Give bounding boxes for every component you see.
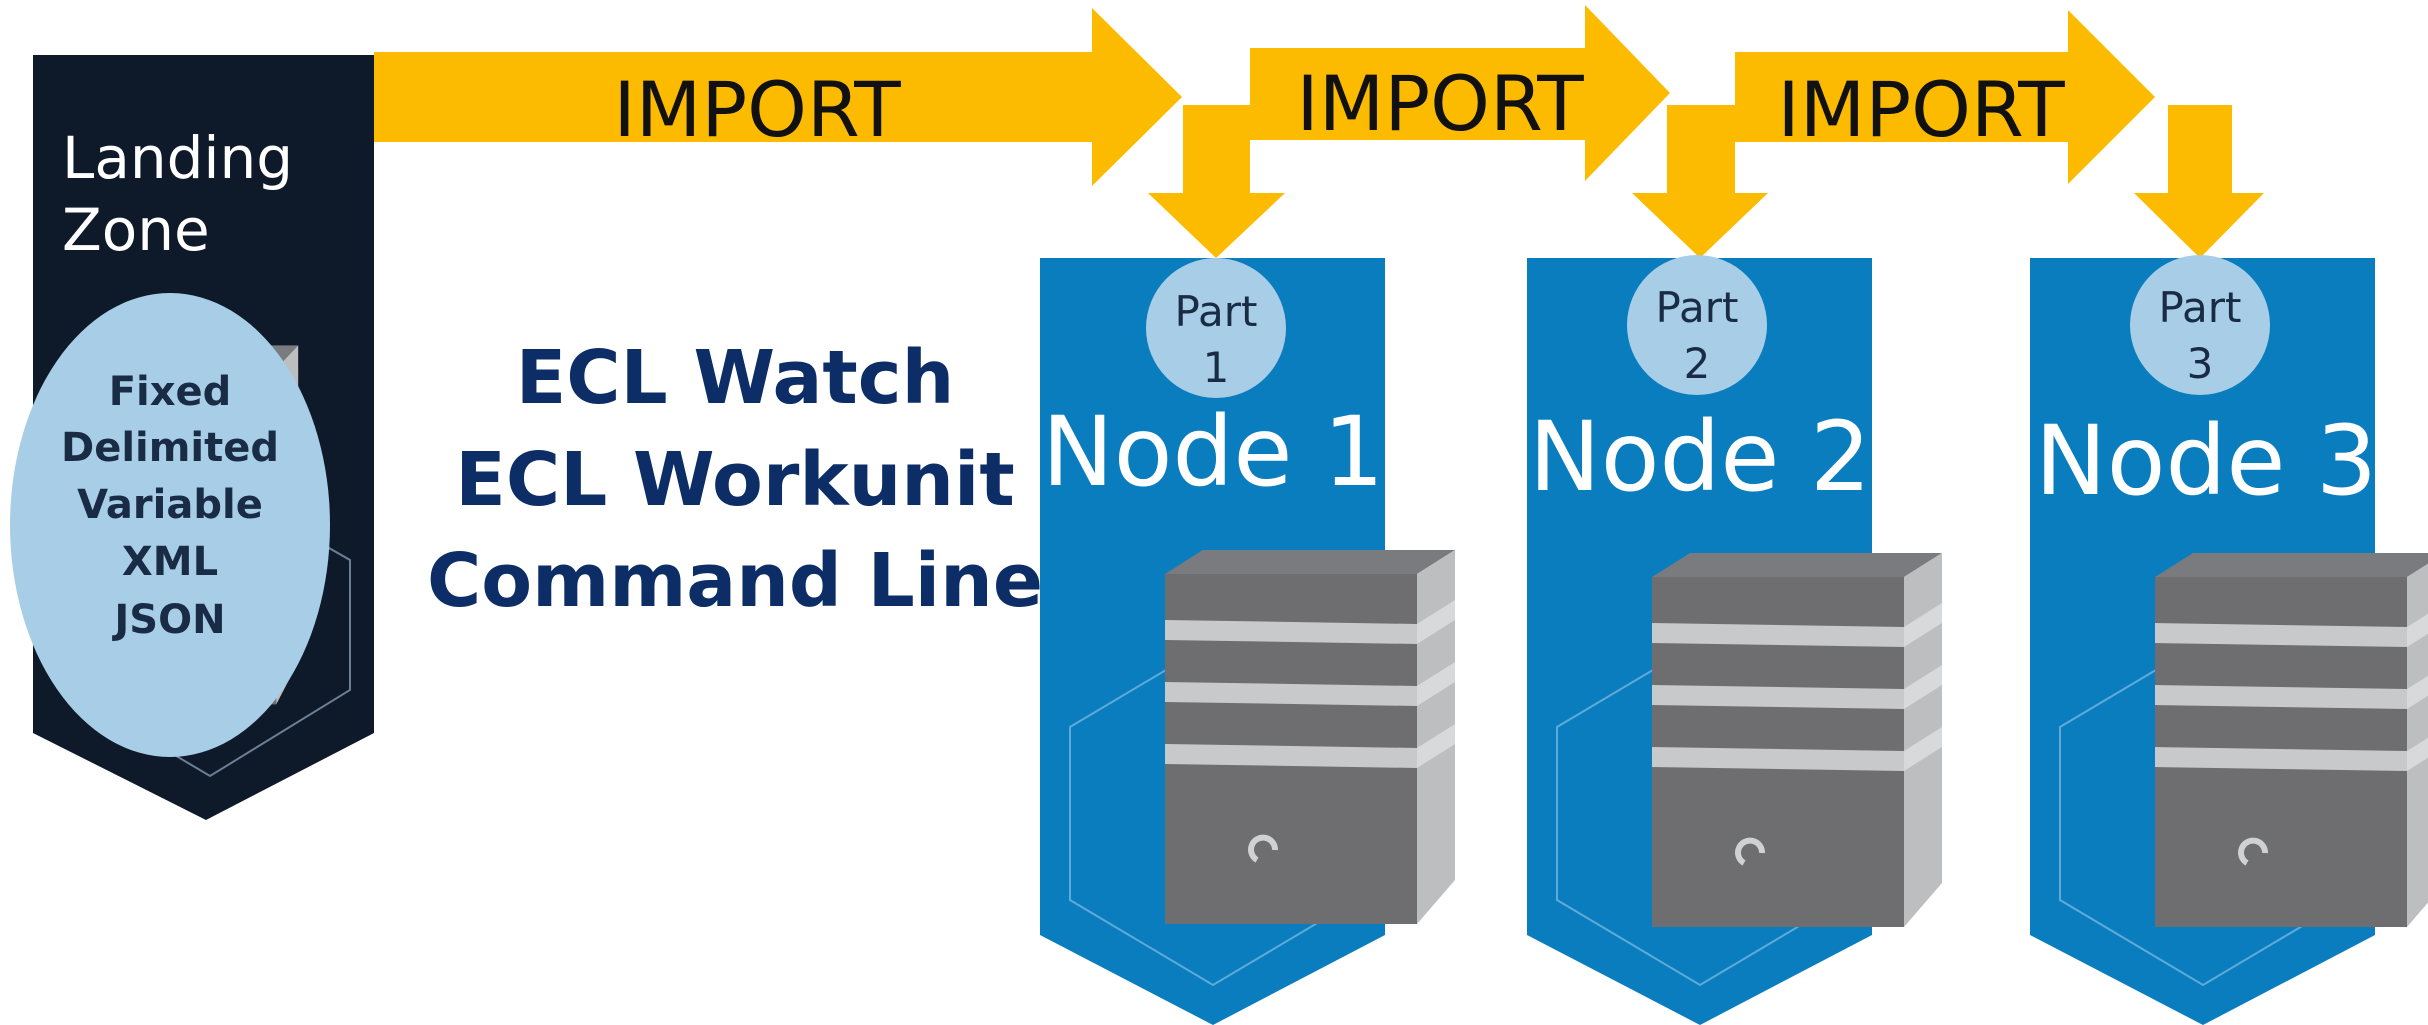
node-1-part-circle: [1146, 258, 1286, 398]
node-2-part-word: Part: [1656, 283, 1739, 332]
node-1-name: Node 1: [1042, 396, 1384, 508]
node-1-part-number: 1: [1203, 343, 1230, 392]
landing-zone: Landing Zone Fixed Delimited Variable XM…: [10, 55, 374, 820]
method-command-line: Command Line: [427, 538, 1043, 624]
format-delimited: Delimited: [61, 425, 279, 471]
import-labels: IMPORT IMPORT IMPORT: [613, 59, 2065, 154]
format-variable: Variable: [77, 482, 263, 528]
node-3-server-icon: [2155, 553, 2428, 927]
landing-zone-title-line1: Landing: [62, 124, 293, 192]
node-1: Part 1 Node 1: [1040, 258, 1455, 1025]
landing-zone-title-line2: Zone: [62, 196, 210, 264]
import-label-2: IMPORT: [1296, 59, 1584, 148]
node-1-part-word: Part: [1175, 287, 1258, 336]
import-down-arrow-2: [1632, 105, 1768, 258]
method-ecl-workunit: ECL Workunit: [455, 437, 1014, 523]
node-3-name: Node 3: [2035, 405, 2377, 517]
import-label-1: IMPORT: [613, 65, 901, 154]
node-2-part-number: 2: [1684, 339, 1711, 388]
node-3-part-circle: [2130, 255, 2270, 395]
node-1-server-icon: [1165, 550, 1455, 924]
format-fixed: Fixed: [109, 369, 232, 415]
node-3: Part 3 Node 3: [2030, 255, 2428, 1025]
file-formats-list: Fixed Delimited Variable XML JSON: [61, 369, 279, 643]
node-2-name: Node 2: [1529, 401, 1871, 513]
import-arrow-2: [1250, 5, 1670, 181]
node-2-server-icon: [1652, 553, 1942, 927]
import-arrow-3: [1735, 10, 2155, 184]
format-json: JSON: [111, 597, 225, 643]
import-down-arrow-3: [2134, 105, 2264, 258]
node-3-part-number: 3: [2187, 339, 2214, 388]
import-arrow-1: [374, 8, 1182, 186]
node-3-part-word: Part: [2159, 283, 2242, 332]
node-2-part-circle: [1627, 255, 1767, 395]
file-formats-ellipse: [10, 293, 330, 757]
import-arrows: [374, 5, 2264, 258]
method-ecl-watch: ECL Watch: [516, 335, 955, 421]
import-methods: ECL Watch ECL Workunit Command Line: [427, 335, 1043, 624]
import-label-3: IMPORT: [1777, 65, 2065, 154]
format-xml: XML: [122, 539, 218, 585]
import-down-arrow-1: [1148, 105, 1285, 258]
node-2: Part 2 Node 2: [1527, 255, 1942, 1025]
